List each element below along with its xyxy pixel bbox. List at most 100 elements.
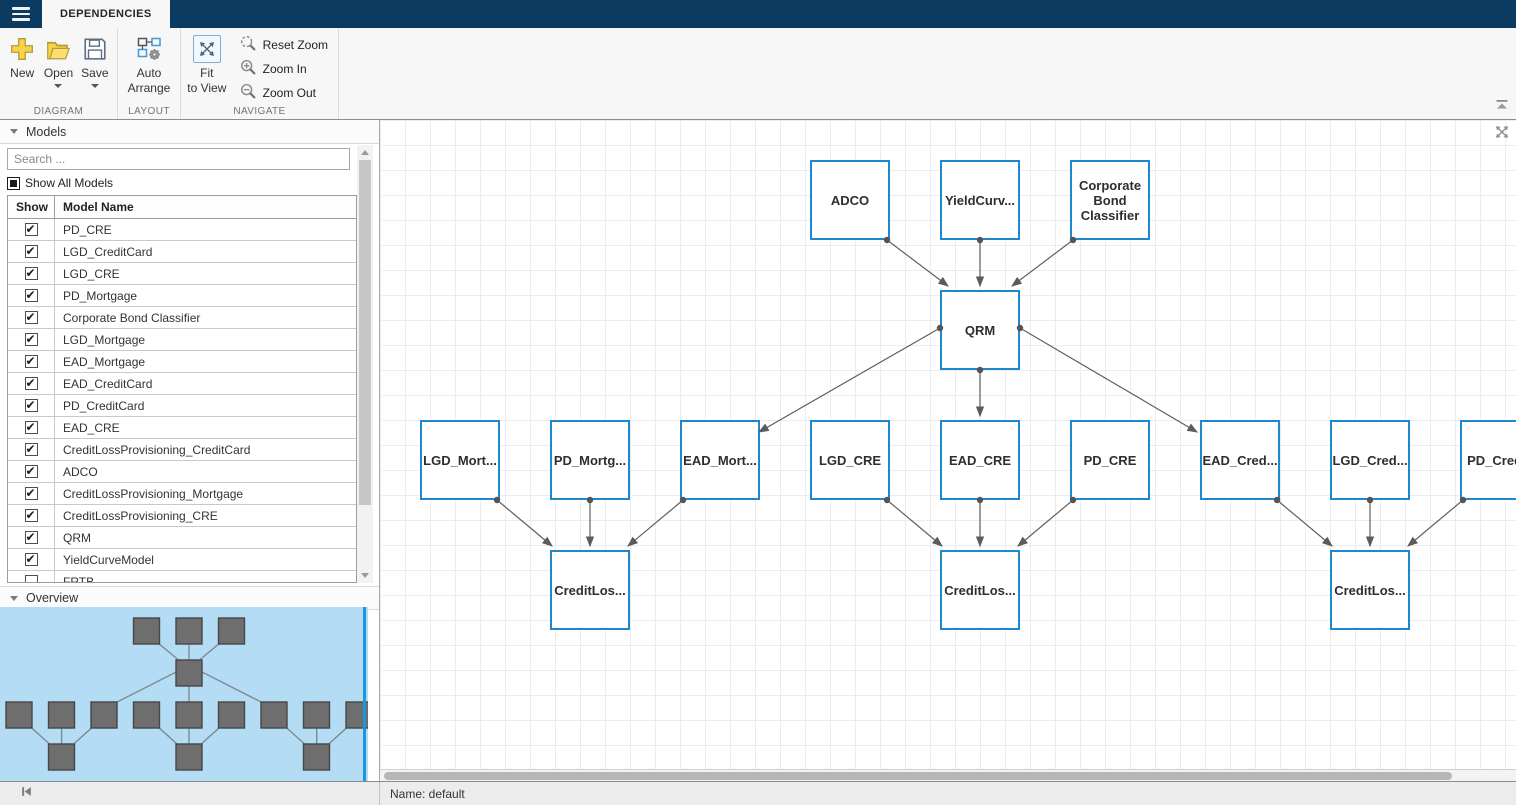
model-checkbox[interactable] (24, 244, 38, 258)
open-dropdown-caret-icon[interactable] (54, 84, 63, 88)
zoom-out-button[interactable]: Zoom Out (239, 83, 328, 103)
models-panel-header[interactable]: Models (0, 120, 379, 144)
zoom-in-icon (239, 58, 257, 81)
model-name: LGD_CRE (63, 266, 120, 281)
model-name: EAD_CreditCard (63, 376, 153, 391)
scrollbar-thumb[interactable] (359, 160, 371, 505)
model-row[interactable]: QRM (8, 527, 356, 549)
statusbar: Name: default (0, 781, 1516, 805)
model-row[interactable]: FRTB (8, 571, 356, 582)
diagram-canvas[interactable]: ADCO YieldCurv... Corporate Bond Classif… (380, 120, 1516, 769)
save-button[interactable]: Save (77, 33, 113, 88)
node-lgd-mortgage[interactable]: LGD_Mort... (420, 420, 500, 500)
table-header: Show Model Name (8, 196, 356, 219)
model-checkbox[interactable] (24, 442, 38, 456)
model-row[interactable]: PD_CreditCard (8, 395, 356, 417)
node-qrm[interactable]: QRM (940, 290, 1020, 370)
node-lgd-creditcard[interactable]: LGD_Cred... (1330, 420, 1410, 500)
node-corporate-bond-classifier[interactable]: Corporate Bond Classifier (1070, 160, 1150, 240)
zoom-in-button[interactable]: Zoom In (239, 59, 328, 79)
model-row[interactable]: YieldCurveModel (8, 549, 356, 571)
node-creditlossprovisioning-mortgage[interactable]: CreditLos... (550, 550, 630, 630)
model-checkbox[interactable] (24, 464, 38, 478)
toolstrip: New Open (0, 28, 1516, 120)
scroll-up-icon[interactable] (361, 150, 369, 155)
reset-zoom-button[interactable]: Reset Zoom (239, 35, 328, 55)
model-row[interactable]: CreditLossProvisioning_CreditCard (8, 439, 356, 461)
node-lgd-cre[interactable]: LGD_CRE (810, 420, 890, 500)
model-row[interactable]: Corporate Bond Classifier (8, 307, 356, 329)
model-checkbox[interactable] (24, 332, 38, 346)
models-table: Show Model Name PD_CRE LGD_CreditCard LG… (7, 195, 357, 583)
collapse-ribbon-icon[interactable] (1494, 97, 1510, 115)
node-pd-creditcard[interactable]: PD_Cred... (1460, 420, 1516, 500)
model-checkbox[interactable] (24, 508, 38, 522)
zoom-buttons-column: Reset Zoom Zoom In (229, 33, 334, 103)
section-label-layout: LAYOUT (128, 106, 170, 117)
model-row[interactable]: LGD_CreditCard (8, 241, 356, 263)
collapse-triangle-icon (10, 129, 18, 134)
model-name: ADCO (63, 464, 98, 479)
diagram-canvas-wrap: ADCO YieldCurv... Corporate Bond Classif… (380, 120, 1516, 781)
model-row[interactable]: LGD_Mortgage (8, 329, 356, 351)
model-checkbox[interactable] (24, 222, 38, 236)
node-yieldcurvemodel[interactable]: YieldCurv... (940, 160, 1020, 240)
save-dropdown-caret-icon[interactable] (90, 84, 99, 88)
new-button[interactable]: New (4, 33, 40, 80)
show-all-checkbox[interactable] (7, 176, 20, 190)
model-checkbox[interactable] (24, 354, 38, 368)
model-checkbox[interactable] (24, 310, 38, 324)
model-checkbox[interactable] (24, 552, 38, 566)
node-pd-cre[interactable]: PD_CRE (1070, 420, 1150, 500)
model-name: YieldCurveModel (63, 552, 154, 567)
hscrollbar-thumb[interactable] (384, 772, 1452, 780)
expand-diagram-icon[interactable] (1494, 124, 1510, 145)
model-row[interactable]: CreditLossProvisioning_Mortgage (8, 483, 356, 505)
reset-zoom-icon (239, 34, 257, 57)
menu-icon[interactable] (0, 0, 42, 28)
model-row[interactable]: PD_CRE (8, 219, 356, 241)
node-ead-mortgage[interactable]: EAD_Mort... (680, 420, 760, 500)
node-creditlossprovisioning-cre[interactable]: CreditLos... (940, 550, 1020, 630)
model-row[interactable]: PD_Mortgage (8, 285, 356, 307)
save-floppy-icon (81, 35, 109, 63)
search-input[interactable] (7, 148, 350, 170)
scroll-down-icon[interactable] (361, 573, 369, 578)
model-checkbox[interactable] (24, 376, 38, 390)
model-checkbox[interactable] (24, 288, 38, 302)
overview-minimap[interactable] (0, 607, 373, 781)
sidebar: Models Show All Models Show Model Name P… (0, 120, 380, 781)
model-checkbox[interactable] (24, 486, 38, 500)
tab-dependencies[interactable]: DEPENDENCIES (42, 0, 170, 28)
model-checkbox[interactable] (24, 575, 38, 582)
model-row[interactable]: EAD_CRE (8, 417, 356, 439)
open-folder-icon (44, 35, 72, 63)
horizontal-scrollbar[interactable] (380, 769, 1516, 781)
model-checkbox[interactable] (24, 266, 38, 280)
open-button[interactable]: Open (40, 33, 76, 88)
overview-panel-header[interactable]: Overview (0, 586, 379, 610)
section-label-diagram: DIAGRAM (33, 106, 84, 117)
models-scrollbar[interactable] (357, 145, 373, 583)
model-row[interactable]: EAD_Mortgage (8, 351, 356, 373)
model-name: LGD_Mortgage (63, 332, 146, 347)
model-name: PD_CRE (63, 222, 112, 237)
status-name: Name: default (390, 786, 465, 801)
model-row[interactable]: LGD_CRE (8, 263, 356, 285)
collapse-triangle-icon (10, 595, 18, 601)
node-ead-creditcard[interactable]: EAD_Cred... (1200, 420, 1280, 500)
model-checkbox[interactable] (24, 420, 38, 434)
model-checkbox[interactable] (24, 530, 38, 544)
node-ead-cre[interactable]: EAD_CRE (940, 420, 1020, 500)
node-pd-mortgage[interactable]: PD_Mortg... (550, 420, 630, 500)
node-creditlossprovisioning-creditcard[interactable]: CreditLos... (1330, 550, 1410, 630)
model-row[interactable]: EAD_CreditCard (8, 373, 356, 395)
model-checkbox[interactable] (24, 398, 38, 412)
model-row[interactable]: ADCO (8, 461, 356, 483)
node-adco[interactable]: ADCO (810, 160, 890, 240)
collapse-panel-icon[interactable] (20, 785, 33, 803)
model-row[interactable]: CreditLossProvisioning_CRE (8, 505, 356, 527)
